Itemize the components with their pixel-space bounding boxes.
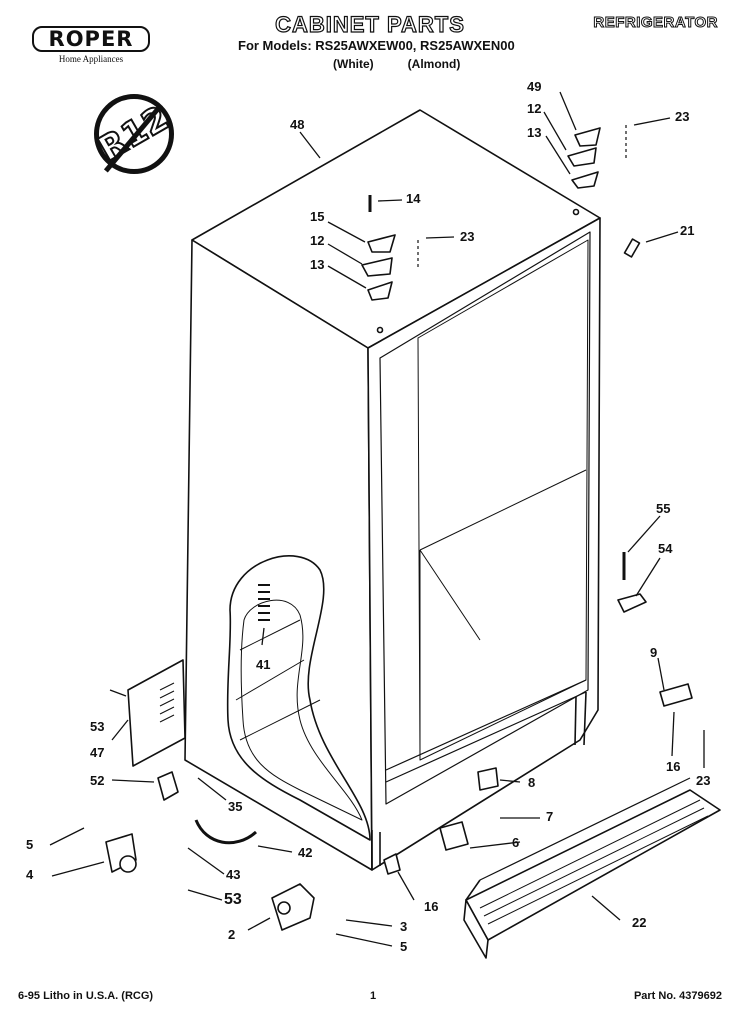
brand-name: ROPER [48,26,134,51]
callout-52: 52 [90,773,105,788]
callout-4: 4 [26,867,34,882]
footer-part-number: Part No. 4379692 [633,990,722,1002]
grille [463,777,721,959]
top-right-hinge [567,125,627,189]
callout-9: 9 [650,645,658,660]
callout-8: 8 [528,775,536,790]
cabinet-body [184,109,601,871]
callout-53: 53 [224,891,242,908]
color-almond: (Almond) [407,57,461,71]
callout-16: 16 [424,899,439,914]
callout-12: 12 [310,233,325,248]
leader-lines [49,91,705,947]
callout-16: 16 [666,759,681,774]
callout-3: 3 [400,919,408,934]
appliance-category: REFRIGERATOR [593,14,718,32]
callout-6: 6 [512,835,520,850]
callout-21: 21 [680,223,695,238]
model-colors: (White) (Almond) [333,57,494,71]
callout-43: 43 [226,867,241,882]
callout-23: 23 [675,109,690,124]
callout-22: 22 [632,915,647,930]
callout-12: 12 [527,101,542,116]
callout-55: 55 [656,501,671,516]
callout-35: 35 [228,799,243,814]
callout-49: 49 [527,79,542,94]
logo-frame: ROPER [32,26,150,52]
callout-5: 5 [400,939,408,954]
roper-logo: ROPER Home Appliances [32,26,150,64]
callout-13: 13 [310,257,325,272]
brand-subtitle: Home Appliances [58,54,124,64]
color-white: (White) [333,57,374,71]
callout-5: 5 [26,837,34,852]
callout-13: 13 [527,125,542,140]
callout-47: 47 [90,745,105,760]
callout-42: 42 [298,845,313,860]
small-parts [105,238,693,931]
callout-23: 23 [696,773,711,788]
callout-7: 7 [546,809,554,824]
callout-54: 54 [658,541,673,556]
callout-2: 2 [228,927,236,942]
callout-53: 53 [90,719,105,734]
footer-page-number: 1 [370,990,377,1002]
page-title: CABINET PARTS [274,11,465,37]
callout-23: 23 [460,229,475,244]
callout-41: 41 [256,657,271,672]
r12-badge: R12 [91,94,177,174]
callout-15: 15 [310,209,325,224]
model-numbers: For Models: RS25AWXEW00, RS25AWXEN00 [238,38,515,53]
callout-48: 48 [290,117,305,132]
callout-14: 14 [406,191,421,206]
top-left-hinge [361,195,419,301]
footer-print-info: 6-95 Litho in U.S.A. (RCG) [18,990,154,1002]
